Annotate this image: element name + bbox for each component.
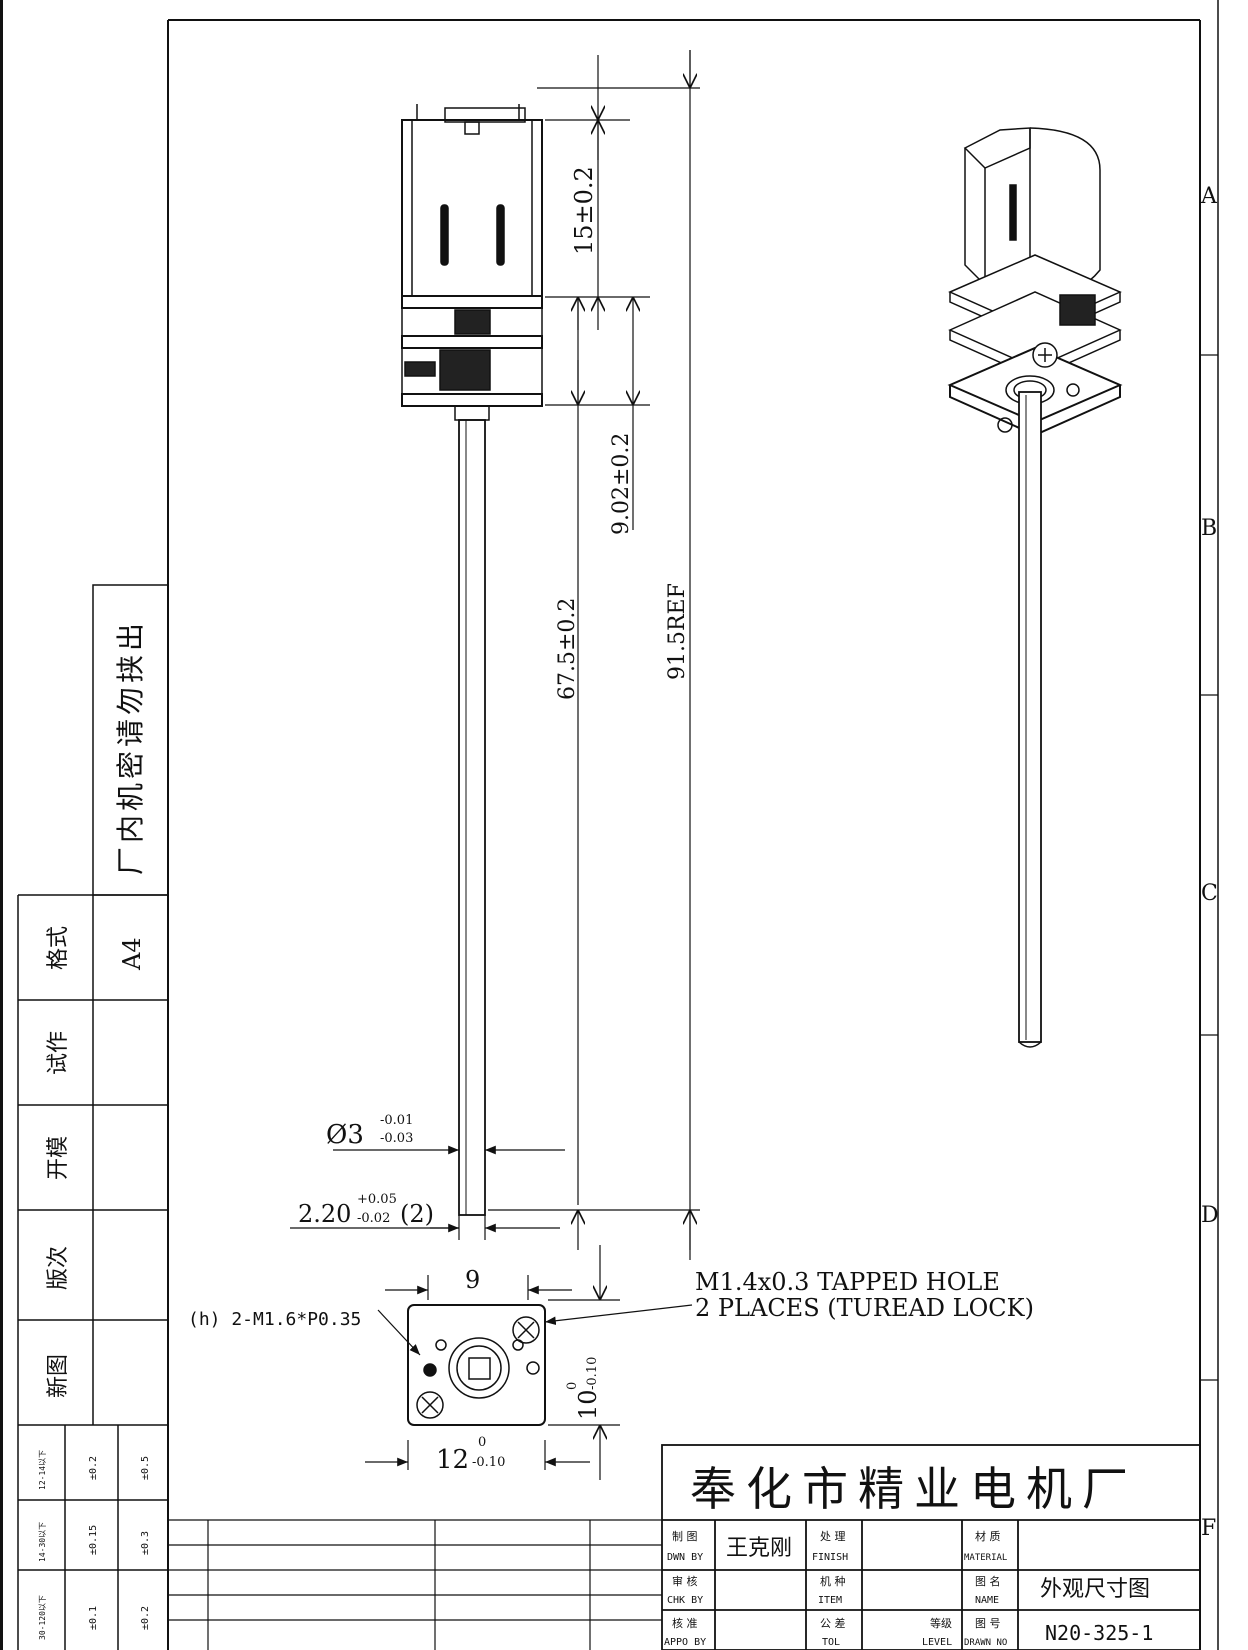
- zone-label-d: D: [1201, 1203, 1219, 1228]
- dim-plate-height-lower: -0.10: [585, 1357, 600, 1390]
- label-checked-en: CHK BY: [667, 1595, 703, 1606]
- note-tapped-hole-line2: 2 PLACES (TUREAD LOCK): [695, 1294, 1034, 1322]
- dim-shaft-length: 67.5±0.2: [555, 598, 580, 700]
- zone-label-f: F: [1201, 1516, 1216, 1541]
- side-value-format: A4: [118, 937, 146, 971]
- label-material-cn: 材 质: [975, 1529, 1001, 1543]
- confidential-notice: 厂内机密请勿挟出: [114, 619, 147, 875]
- side-table: [17, 584, 169, 1650]
- drawing-name: 外观尺寸图: [1040, 1577, 1150, 1602]
- revision-table: [168, 1519, 662, 1650]
- zone-label-c: C: [1201, 881, 1218, 906]
- company-name: 奉化市精业电机厂: [690, 1462, 1138, 1516]
- label-checked-cn: 审 核: [672, 1574, 698, 1588]
- note-left-hole: (h) 2-M1.6*P0.35: [188, 1309, 361, 1330]
- title-block: [661, 1444, 1201, 1650]
- side-label-revision: 版次: [46, 1246, 71, 1290]
- dim-plate-height-upper: 0: [565, 1382, 580, 1390]
- dim-shaft-diameter-upper: -0.01: [380, 1113, 413, 1128]
- label-drawn-by-cn: 制 图: [672, 1530, 698, 1543]
- label-material-en: MATERIAL: [964, 1553, 1007, 1563]
- dim-gearbox-length: 9.02±0.2: [609, 433, 634, 535]
- dim-flat-width: 2.20: [298, 1200, 351, 1228]
- note-tapped-hole-line1: M1.4x0.3 TAPPED HOLE: [695, 1268, 1000, 1296]
- label-drawing-no-en: DRAWN NO: [964, 1638, 1007, 1648]
- tol-col1-2: ±0.15: [88, 1525, 99, 1555]
- label-name-cn: 图 名: [975, 1574, 1001, 1588]
- dim-plate-width: 12: [436, 1445, 469, 1475]
- label-level-en: LEVEL: [922, 1637, 952, 1648]
- label-drawing-no-cn: 图 号: [975, 1617, 1001, 1630]
- label-tol-cn: 公 差: [820, 1616, 846, 1630]
- side-label-format: 格式: [46, 926, 71, 970]
- side-label-trial: 试作: [46, 1031, 71, 1075]
- zone-label-b: B: [1201, 516, 1217, 541]
- tol-range-1: 12-14以下: [38, 1450, 47, 1490]
- dim-flat-suffix: (2): [400, 1200, 434, 1228]
- label-approved-en: APPO BY: [664, 1637, 706, 1648]
- motor-front-view: [401, 104, 543, 1216]
- zone-label-a: A: [1200, 184, 1218, 209]
- label-level-cn: 等级: [930, 1616, 952, 1630]
- tol-col1-1: ±0.2: [88, 1456, 99, 1480]
- dim-flat-lower: -0.02: [357, 1211, 390, 1226]
- drawing-frame: [0, 0, 1219, 1650]
- dim-plate-width-upper: 0: [478, 1435, 486, 1450]
- motor-isometric-view: [947, 127, 1123, 1048]
- tol-range-3: 30-120以下: [38, 1595, 47, 1640]
- dim-plate-width-lower: -0.10: [472, 1455, 505, 1470]
- label-name-en: NAME: [975, 1595, 999, 1606]
- side-label-mold: 开模: [46, 1136, 71, 1180]
- label-finish-cn: 处 理: [820, 1530, 846, 1543]
- tol-col1-3: ±0.1: [88, 1606, 99, 1630]
- label-drawn-by-en: DWN BY: [667, 1552, 703, 1563]
- label-approved-cn: 核 准: [672, 1616, 698, 1630]
- drawn-by-name: 王克刚: [726, 1536, 792, 1561]
- dim-motor-length: 15±0.2: [570, 166, 598, 255]
- dim-flat-upper: +0.05: [357, 1192, 397, 1207]
- flange-end-view: [407, 1304, 546, 1426]
- label-item-en: ITEM: [818, 1595, 842, 1606]
- dimension-lines: [290, 50, 700, 1480]
- dim-plate-height: 10: [574, 1389, 602, 1420]
- label-tol-en: TOL: [822, 1637, 840, 1648]
- dim-shaft-diameter: Ø3: [326, 1120, 364, 1150]
- leader-lines: [377, 1304, 693, 1356]
- dim-hole-pitch: 9: [465, 1266, 480, 1294]
- dim-shaft-diameter-lower: -0.03: [380, 1131, 413, 1146]
- drawing-number: N20-325-1: [1045, 1621, 1153, 1645]
- tol-col2-1: ±0.5: [140, 1456, 151, 1480]
- dim-overall-length: 91.5REF: [665, 583, 690, 680]
- tol-range-2: 14-30以下: [38, 1522, 47, 1562]
- label-item-cn: 机 种: [820, 1574, 846, 1588]
- tol-col2-2: ±0.3: [140, 1531, 151, 1555]
- tol-col2-3: ±0.2: [140, 1606, 151, 1630]
- side-label-new-drawing: 新图: [46, 1354, 71, 1398]
- label-finish-en: FINISH: [812, 1552, 848, 1563]
